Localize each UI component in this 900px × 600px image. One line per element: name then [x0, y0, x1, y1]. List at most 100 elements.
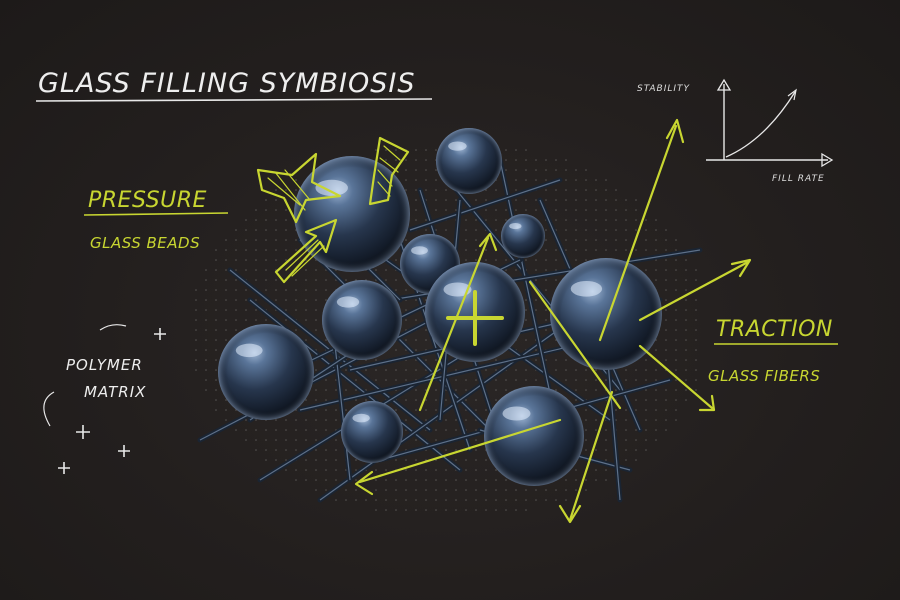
- grid-dot: [315, 319, 317, 321]
- plus-icon: [58, 462, 70, 474]
- grid-dot: [405, 159, 407, 161]
- grid-dot: [235, 269, 237, 271]
- grid-dot: [285, 469, 287, 471]
- grid-dot: [205, 329, 207, 331]
- grid-dot: [665, 429, 667, 431]
- grid-dot: [415, 189, 417, 191]
- glass-fiber-highlight: [409, 179, 561, 231]
- grid-dot: [215, 319, 217, 321]
- grid-dot: [665, 409, 667, 411]
- grid-dot: [495, 399, 497, 401]
- annotations: [256, 118, 752, 524]
- grid-dot: [565, 479, 567, 481]
- grid-dot: [685, 399, 687, 401]
- grid-dot: [265, 289, 267, 291]
- grid-dot: [675, 379, 677, 381]
- grid-dot: [575, 199, 577, 201]
- grid-dot: [395, 149, 397, 151]
- grid-dot: [645, 429, 647, 431]
- grid-dot: [565, 499, 567, 501]
- grid-dot: [475, 199, 477, 201]
- grid-dot: [285, 209, 287, 211]
- grid-dot: [305, 339, 307, 341]
- grid-dot: [585, 229, 587, 231]
- grid-dot: [575, 399, 577, 401]
- grid-dot: [455, 419, 457, 421]
- grid-dot: [415, 509, 417, 511]
- grid-dot: [615, 239, 617, 241]
- grid-dot: [665, 359, 667, 361]
- grid-dot: [535, 279, 537, 281]
- grid-dot: [435, 509, 437, 511]
- plus-icon: [118, 445, 130, 457]
- grid-dot: [555, 499, 557, 501]
- grid-dot: [395, 349, 397, 351]
- star-burst-icon: [256, 152, 342, 224]
- grid-dot: [465, 399, 467, 401]
- grid-dot: [265, 229, 267, 231]
- grid-dot: [525, 199, 527, 201]
- grid-dot: [375, 369, 377, 371]
- grid-dot: [255, 299, 257, 301]
- grid-dot: [415, 219, 417, 221]
- grid-dot: [265, 429, 267, 431]
- grid-dot: [425, 339, 427, 341]
- grid-dot: [555, 199, 557, 201]
- grid-dot: [645, 389, 647, 391]
- grid-dot: [545, 189, 547, 191]
- grid-dot: [425, 509, 427, 511]
- grid-dot: [495, 359, 497, 361]
- grid-dot: [605, 449, 607, 451]
- grid-dot: [565, 249, 567, 251]
- grid-dot: [545, 329, 547, 331]
- grid-dot: [665, 289, 667, 291]
- grid-dot: [395, 379, 397, 381]
- grid-dot: [405, 239, 407, 241]
- grid-dot: [295, 329, 297, 331]
- traction-arrow-icon: [638, 260, 750, 322]
- grid-dot: [335, 409, 337, 411]
- grid-dot: [215, 339, 217, 341]
- grid-dot: [585, 389, 587, 391]
- grid-dot: [435, 199, 437, 201]
- grid-dot: [505, 389, 507, 391]
- grid-dot: [465, 249, 467, 251]
- grid-dot: [415, 199, 417, 201]
- grid-dot: [495, 259, 497, 261]
- grid-dot: [355, 379, 357, 381]
- grid-dot: [685, 269, 687, 271]
- grid-dot: [395, 159, 397, 161]
- grid-dot: [565, 179, 567, 181]
- grid-dot: [355, 489, 357, 491]
- grid-dot: [625, 369, 627, 371]
- grid-dot: [615, 229, 617, 231]
- grid-dot: [545, 259, 547, 261]
- grid-dot: [355, 389, 357, 391]
- grid-dot: [675, 289, 677, 291]
- grid-dot: [575, 189, 577, 191]
- grid-dot: [395, 369, 397, 371]
- grid-dot: [615, 249, 617, 251]
- grid-dot: [405, 469, 407, 471]
- grid-dot: [655, 379, 657, 381]
- grid-dot: [385, 149, 387, 151]
- grid-dot: [635, 369, 637, 371]
- grid-dot: [305, 269, 307, 271]
- grid-dot: [325, 299, 327, 301]
- grid-dot: [685, 379, 687, 381]
- grid-dot: [325, 449, 327, 451]
- grid-dot: [315, 449, 317, 451]
- grid-dot: [625, 459, 627, 461]
- grid-dot: [265, 459, 267, 461]
- grid-dot: [435, 149, 437, 151]
- grid-dot: [575, 209, 577, 211]
- grid-dot: [625, 199, 627, 201]
- grid-dot: [325, 279, 327, 281]
- grid-dot: [245, 289, 247, 291]
- grid-dot: [585, 489, 587, 491]
- grid-dot: [695, 379, 697, 381]
- grid-dot: [585, 179, 587, 181]
- grid-dot: [575, 369, 577, 371]
- grid-dot: [475, 229, 477, 231]
- grid-dot: [245, 439, 247, 441]
